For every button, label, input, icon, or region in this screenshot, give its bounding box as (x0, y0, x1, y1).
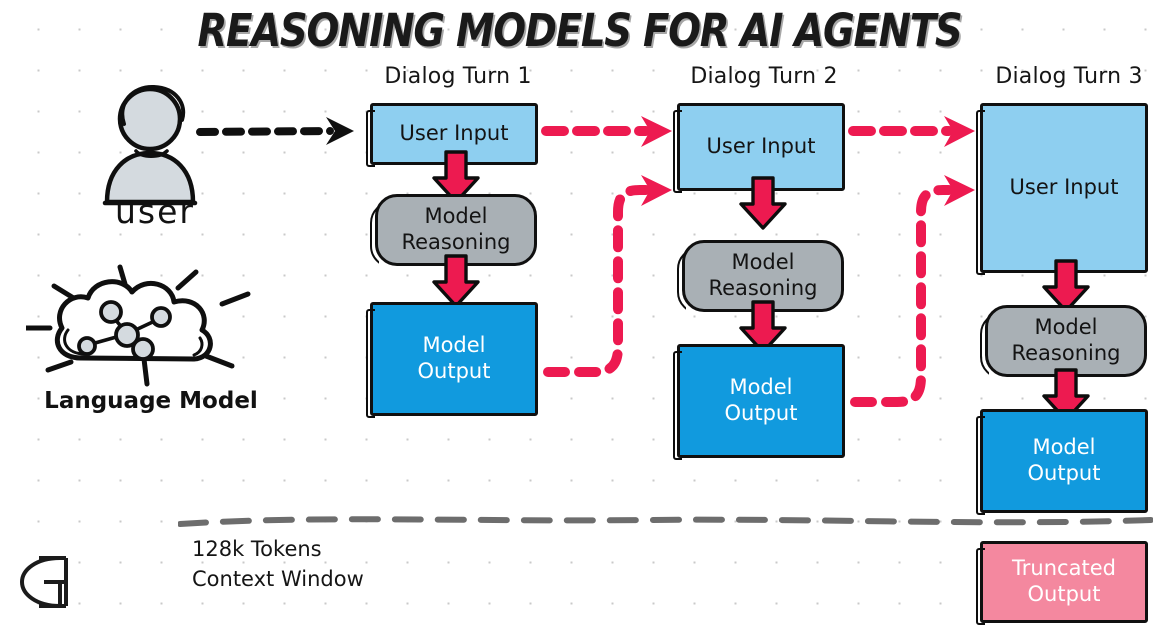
turn-2-output-label-line2: Output (724, 401, 798, 425)
turn-3-reasoning-label-line1: Model (1034, 315, 1098, 340)
turn-1-arrow-input-to-reasoning (431, 150, 480, 204)
language-model-label: Language Model (36, 388, 266, 415)
turn-3-arrow-input-to-reasoning (1041, 259, 1090, 313)
turn-1-user-input-label: User Input (399, 121, 509, 146)
turn-3-user-input-box[interactable]: User Input (980, 103, 1148, 273)
turn-1-output-label-line1: Model (422, 333, 486, 358)
turn-3-model-reasoning-box[interactable]: Model Reasoning (985, 305, 1147, 377)
turn1-input-to-turn2-input-arrow (541, 113, 682, 153)
turn-2-model-output-box[interactable]: Model Output (677, 344, 845, 458)
turn-1-header: Dialog Turn 1 (384, 64, 532, 89)
turn-2-user-input-label: User Input (706, 134, 816, 159)
context-window-tokens: 128k Tokens (192, 537, 322, 561)
turn-3-truncated-output-box[interactable]: Truncated Output (980, 541, 1148, 623)
language-model-label-line2: Model (179, 388, 258, 414)
context-window-caption: Context Window (192, 567, 364, 592)
language-model-label-line1: Language (44, 388, 172, 414)
turn-3-arrow-reasoning-to-output (1041, 368, 1090, 422)
turn-3-header: Dialog Turn 3 (995, 64, 1143, 89)
user-to-turn1-arrow (196, 112, 366, 152)
turn-2-user-input-box[interactable]: User Input (677, 103, 845, 191)
turn-1-model-reasoning-box[interactable]: Model Reasoning (375, 194, 537, 266)
turn-3-output-label-line1: Model (1032, 435, 1096, 460)
turn-2-reasoning-label-line1: Model (731, 250, 795, 275)
turn1-output-to-turn2-input-arrow (540, 150, 690, 400)
turn-2-arrow-input-to-reasoning (738, 176, 787, 230)
context-window-boundary-line (177, 500, 1154, 540)
turn-1-reasoning-label-line2: Reasoning (401, 230, 511, 254)
turn-3-truncated-label-line1: Truncated (1012, 556, 1116, 581)
turn-2-arrow-reasoning-to-output (738, 300, 787, 354)
turn2-output-to-turn3-input-arrow (847, 150, 997, 430)
turn-2-header: Dialog Turn 2 (690, 64, 838, 89)
turn-1-arrow-reasoning-to-output (431, 254, 480, 308)
turn-3-output-label-line2: Output (1027, 461, 1101, 485)
user-avatar-icon (84, 76, 224, 206)
turn-3-user-input-label: User Input (1009, 175, 1119, 200)
page-title: REASONING MODELS FOR AI AGENTS (197, 4, 963, 57)
turn2-input-to-turn3-input-arrow (848, 113, 989, 153)
turn-3-reasoning-label-line2: Reasoning (1011, 341, 1121, 365)
turn-1-model-output-box[interactable]: Model Output (370, 302, 538, 416)
turn-2-model-reasoning-box[interactable]: Model Reasoning (682, 240, 844, 312)
turn-1-reasoning-label-line1: Model (424, 204, 488, 229)
context-window-label: 128k Tokens Context Window (192, 534, 364, 595)
turn-3-truncated-label-line2: Output (1027, 582, 1101, 606)
user-label: user (115, 192, 195, 231)
turn-2-reasoning-label-line2: Reasoning (708, 276, 818, 300)
turn-1-output-label-line2: Output (417, 359, 491, 383)
turn-3-model-output-box[interactable]: Model Output (980, 409, 1148, 513)
cloud-neural-network-icon (23, 262, 276, 397)
turn-2-output-label-line1: Model (729, 375, 793, 400)
cg-monogram-logo (14, 548, 92, 616)
